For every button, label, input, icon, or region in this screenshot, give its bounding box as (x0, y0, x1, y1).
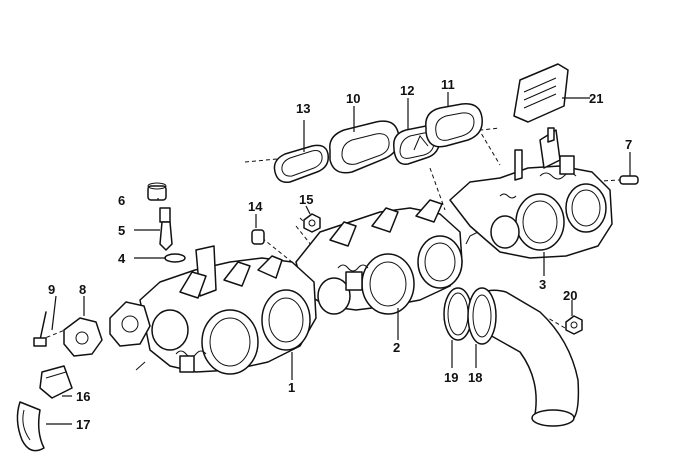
callout-9: 9 (48, 282, 55, 297)
pin-7 (619, 175, 639, 185)
callout-2: 2 (393, 340, 400, 355)
injector-5 (159, 207, 173, 251)
nut-15 (303, 213, 321, 233)
throttle-body-3 (449, 127, 613, 259)
callout-14: 14 (248, 199, 263, 214)
screw-9 (33, 311, 47, 347)
callout-labels: 1 2 3 4 5 6 7 8 9 10 11 12 13 14 15 16 1… (48, 77, 632, 432)
connector-16 (39, 365, 73, 399)
hose-17 (16, 401, 45, 452)
leader-lines (46, 92, 631, 425)
sensor-housing (109, 301, 151, 347)
callout-21: 21 (589, 91, 603, 106)
callout-15: 15 (299, 192, 313, 207)
callout-5: 5 (118, 223, 125, 238)
callout-10: 10 (346, 91, 360, 106)
gasket-11 (425, 103, 483, 148)
callout-8: 8 (79, 282, 86, 297)
throttle-body-2 (295, 199, 463, 315)
bracket-21 (513, 63, 569, 123)
callout-12: 12 (400, 83, 414, 98)
gasket-13 (273, 144, 330, 184)
sensor-8 (63, 317, 103, 357)
callout-13: 13 (296, 101, 310, 116)
callout-11: 11 (441, 77, 455, 92)
gasket-10 (329, 120, 400, 174)
callout-4: 4 (118, 251, 126, 266)
callout-20: 20 (563, 288, 577, 303)
intake-pipe-18 (467, 287, 580, 427)
nut-20 (565, 315, 583, 335)
callout-1: 1 (288, 380, 295, 395)
callout-16: 16 (76, 389, 90, 404)
callout-19: 19 (444, 370, 458, 385)
sleeve-14 (251, 229, 265, 245)
callout-17: 17 (76, 417, 90, 432)
callout-3: 3 (539, 277, 546, 292)
callout-18: 18 (468, 370, 482, 385)
throttle-body-1 (135, 245, 317, 375)
callout-6: 6 (118, 193, 125, 208)
o-ring-4 (164, 253, 186, 263)
cap-6 (147, 182, 167, 201)
callout-7: 7 (625, 137, 632, 152)
